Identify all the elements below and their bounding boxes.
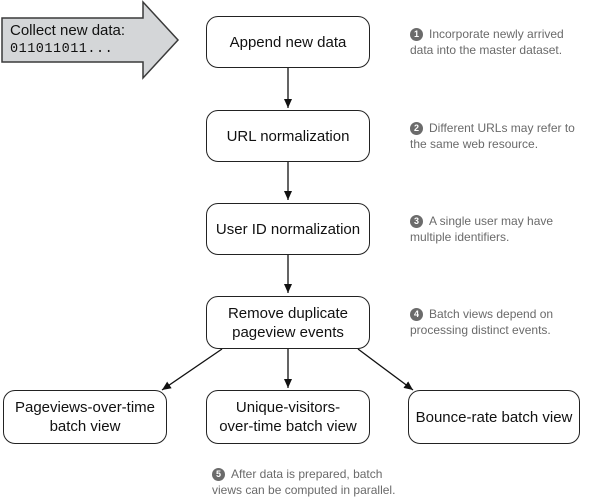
- note-5-text: After data is prepared, batch views can …: [212, 467, 396, 497]
- node-user-id-normalization: User ID normalization: [206, 203, 370, 255]
- note-4-number-badge: 4: [410, 308, 423, 321]
- note-3-text: A single user may have multiple identifi…: [410, 214, 554, 244]
- collect-bits: 011011011...: [10, 42, 114, 57]
- node-remove-duplicate-pageview-events: Remove duplicate pageview events: [206, 296, 370, 349]
- note-2-text: Different URLs may refer to the same web…: [410, 121, 575, 151]
- node-append-new-data: Append new data: [206, 16, 370, 68]
- node-url-normalization: URL normalization: [206, 110, 370, 162]
- node-unique-visitors-over-time-batch-view: Unique-visitors-over-time batch view: [206, 390, 370, 444]
- note-2-number-badge: 2: [410, 122, 423, 135]
- note-5-number-badge: 5: [212, 468, 225, 481]
- note-3-number-badge: 3: [410, 215, 423, 228]
- note-1-number-badge: 1: [410, 28, 423, 41]
- arrow-dedupe-to-pageviews: [161, 348, 223, 391]
- note-1-text: Incorporate newly arrived data into the …: [410, 27, 564, 57]
- node-bounce-rate-batch-view: Bounce-rate batch view: [408, 390, 580, 444]
- input-arrow-shape: [1, 0, 180, 80]
- node-pageviews-over-time-batch-view: Pageviews-over-time batch view: [3, 390, 167, 444]
- collect-title: Collect new data:: [10, 22, 126, 39]
- arrow-dedupe-to-bounce: [357, 348, 414, 391]
- note-4-text: Batch views depend on processing distinc…: [410, 307, 554, 337]
